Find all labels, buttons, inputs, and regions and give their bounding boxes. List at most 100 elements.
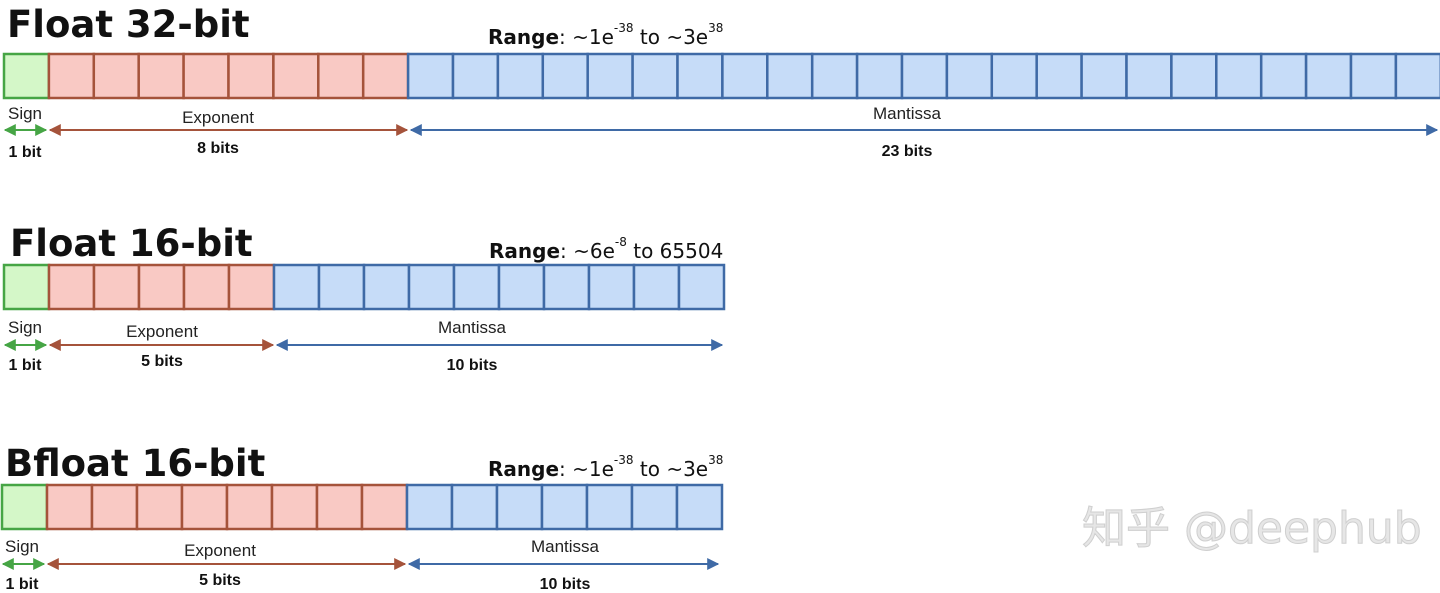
mantissa-bit-count: 23 bits: [882, 143, 933, 160]
mantissa-bit-cell: [677, 263, 726, 311]
exponent-bit-cell: [272, 52, 320, 100]
mantissa-bit-cell: [900, 52, 949, 100]
exponent-bit-cell: [315, 483, 364, 531]
range-from-exponent: -8: [615, 235, 627, 249]
mantissa-bit-cell: [855, 52, 904, 100]
range-to-exponent: 38: [708, 453, 723, 467]
format-bfloat16: Bfloat 16-bit Range: ~1e-38 to ~3e38 Sig…: [0, 442, 724, 593]
mantissa-bit-cell: [810, 52, 859, 100]
mantissa-bit-count: 10 bits: [447, 357, 498, 374]
sign-label: Sign: [8, 318, 42, 337]
exponent-bit-cell: [47, 263, 96, 311]
mantissa-bit-cell: [495, 483, 544, 531]
range-text: Range: ~1e-38 to ~3e38: [488, 21, 723, 49]
range-from-exponent: -38: [614, 453, 634, 467]
mantissa-bit-cell: [1125, 52, 1173, 100]
exponent-bit-count: 5 bits: [141, 353, 183, 370]
sign-bit-count: 1 bit: [9, 357, 43, 374]
mantissa-bit-cell: [632, 263, 681, 311]
exponent-bit-cell: [270, 483, 319, 531]
mantissa-bit-cell: [1394, 52, 1440, 100]
mantissa-bit-cell: [945, 52, 994, 100]
range-from-base: ~6e: [573, 239, 615, 263]
mantissa-bit-cell: [630, 483, 679, 531]
bit-cells: [0, 483, 724, 531]
range-to-exponent: 38: [708, 21, 723, 35]
range-from-exponent: -38: [614, 21, 634, 35]
format-float16: Float 16-bit Range: ~6e-8 to 65504 Sign …: [2, 222, 726, 374]
mantissa-bit-cell: [317, 263, 366, 311]
format-title: Float 16-bit: [10, 222, 253, 265]
mantissa-bit-cell: [586, 52, 634, 100]
exponent-bit-cell: [227, 52, 275, 100]
exponent-label: Exponent: [126, 322, 198, 341]
exponent-bit-cell: [182, 52, 230, 100]
range-key: Range: [488, 457, 559, 481]
format-title: Bfloat 16-bit: [5, 442, 265, 485]
exponent-bit-cell: [361, 52, 410, 100]
mantissa-bit-cell: [587, 263, 636, 311]
mantissa-bit-cell: [990, 52, 1038, 100]
mantissa-label: Mantissa: [873, 104, 942, 123]
mantissa-bit-cell: [362, 263, 411, 311]
mantissa-bit-cell: [1215, 52, 1263, 100]
mantissa-bit-cell: [542, 263, 591, 311]
exponent-bit-cell: [137, 52, 185, 100]
mantissa-bit-cell: [585, 483, 634, 531]
range-key: Range: [488, 25, 559, 49]
mantissa-bit-cell: [497, 263, 546, 311]
sign-label: Sign: [5, 537, 39, 556]
mantissa-bit-cell: [540, 483, 589, 531]
sign-bit-cell: [2, 52, 51, 100]
exponent-bit-cell: [92, 52, 140, 100]
format-float32: Float 32-bit Range: ~1e-38 to ~3e38 Sign…: [2, 3, 1440, 161]
mantissa-bit-cell: [1080, 52, 1128, 100]
mantissa-bit-cell: [406, 52, 455, 100]
range-from-base: ~1e: [572, 457, 614, 481]
exponent-bit-cell: [137, 263, 186, 311]
range-middle: to ~3e: [634, 25, 709, 49]
mantissa-bit-cell: [1170, 52, 1218, 100]
range-from-base: ~1e: [572, 25, 614, 49]
exponent-bit-cell: [227, 263, 276, 311]
exponent-bit-cell: [225, 483, 274, 531]
exponent-bit-cell: [45, 483, 94, 531]
mantissa-bit-cell: [496, 52, 545, 100]
sign-label: Sign: [8, 104, 42, 123]
watermark: 知乎 @deephub: [1082, 503, 1422, 554]
mantissa-bit-cell: [1259, 52, 1308, 100]
bit-cells: [2, 52, 1440, 100]
sign-bit-cell: [0, 483, 49, 531]
mantissa-label: Mantissa: [531, 537, 600, 556]
sign-bit-cell: [2, 263, 51, 311]
mantissa-bit-cell: [631, 52, 679, 100]
mantissa-bit-cell: [1304, 52, 1353, 100]
mantissa-bit-cell: [1035, 52, 1083, 100]
mantissa-bit-cell: [452, 263, 501, 311]
range-text: Range: ~6e-8 to 65504: [489, 235, 723, 263]
mantissa-bit-cell: [450, 483, 499, 531]
sign-bit-count: 1 bit: [9, 144, 43, 161]
exponent-bit-cell: [90, 483, 139, 531]
mantissa-label: Mantissa: [438, 318, 507, 337]
exponent-label: Exponent: [184, 541, 256, 560]
exponent-bit-cell: [92, 263, 141, 311]
mantissa-bit-cell: [405, 483, 454, 531]
mantissa-bit-cell: [766, 52, 814, 100]
exponent-bit-cell: [47, 52, 96, 100]
range-middle: to ~3e: [634, 457, 709, 481]
format-title: Float 32-bit: [7, 3, 250, 46]
mantissa-bit-cell: [1349, 52, 1398, 100]
exponent-label: Exponent: [182, 108, 254, 127]
mantissa-bit-cell: [541, 52, 589, 100]
exponent-bit-count: 5 bits: [199, 572, 241, 589]
mantissa-bit-cell: [676, 52, 724, 100]
exponent-bit-cell: [360, 483, 409, 531]
exponent-bit-cell: [317, 52, 365, 100]
range-middle: to 65504: [627, 239, 723, 263]
exponent-bit-cell: [180, 483, 229, 531]
exponent-bit-count: 8 bits: [197, 140, 239, 157]
range-key: Range: [489, 239, 560, 263]
mantissa-bit-cell: [272, 263, 321, 311]
